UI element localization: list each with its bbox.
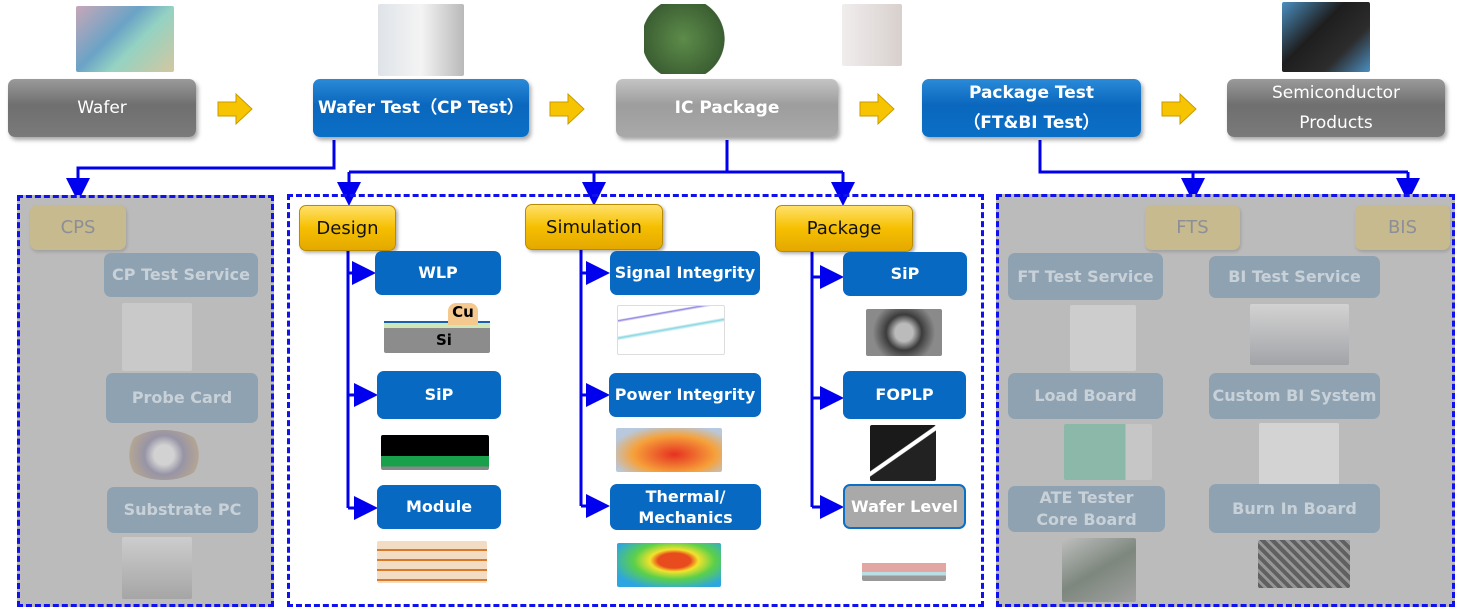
stage-label: Semiconductor Products: [1271, 83, 1401, 133]
category-bis[interactable]: BIS: [1355, 205, 1450, 250]
bi-chamber-image: [1259, 423, 1339, 485]
prober-image: [122, 303, 192, 371]
item-label: SiP: [890, 264, 920, 283]
item-wafer-level[interactable]: Wafer Level: [843, 484, 966, 529]
item-label: Module: [405, 497, 473, 516]
item-label: Custom BI System: [1212, 386, 1377, 405]
foplp-image: [870, 425, 936, 481]
item-ate-core-board[interactable]: ATE Tester Core Board: [1008, 486, 1165, 532]
substrate-pc-image: [122, 537, 192, 599]
category-simulation[interactable]: Simulation: [525, 204, 663, 250]
item-cp-test-service[interactable]: CP Test Service: [104, 253, 258, 297]
category-cps[interactable]: CPS: [30, 205, 126, 250]
probe-card-image: [122, 430, 206, 480]
item-wlp[interactable]: WLP: [375, 251, 501, 295]
category-label: Design: [316, 217, 379, 239]
stage-label: Package Test （FT&BI Test）: [963, 83, 1100, 133]
item-label: Power Integrity: [614, 385, 756, 404]
category-fts[interactable]: FTS: [1145, 205, 1240, 250]
ft-handler-image: [1070, 305, 1136, 371]
wafer-prober-image: [378, 4, 464, 76]
category-design[interactable]: Design: [299, 205, 396, 251]
item-burn-in-board[interactable]: Burn In Board: [1209, 484, 1380, 533]
stage-ic-package[interactable]: IC Package: [616, 79, 838, 137]
stage-package-test[interactable]: Package Test （FT&BI Test）: [922, 79, 1141, 137]
item-label: FOPLP: [875, 385, 934, 404]
wafer-image: [76, 6, 174, 72]
item-thermal-mechanics[interactable]: Thermal/ Mechanics: [610, 484, 761, 530]
item-label: BI Test Service: [1228, 267, 1361, 286]
flow-arrow-icon: [549, 92, 585, 126]
item-custom-bi-system[interactable]: Custom BI System: [1209, 373, 1380, 419]
category-package[interactable]: Package: [775, 205, 913, 252]
sip-design-image: [381, 435, 489, 470]
signal-integrity-image: [617, 305, 725, 355]
stage-wafer-test[interactable]: Wafer Test（CP Test）: [313, 79, 529, 137]
power-integrity-image: [616, 428, 722, 472]
item-label: FT Test Service: [1017, 266, 1154, 286]
flow-arrow-icon: [217, 92, 253, 126]
category-label: BIS: [1387, 217, 1418, 238]
stage-label: Wafer: [77, 98, 127, 118]
si-label: Si: [436, 331, 452, 349]
item-label: SiP: [424, 385, 454, 404]
item-power-integrity[interactable]: Power Integrity: [609, 373, 761, 417]
item-label: Substrate PC: [123, 500, 242, 519]
item-label: Signal Integrity: [614, 263, 756, 282]
wlp-image: Cu Si: [384, 303, 490, 353]
item-load-board[interactable]: Load Board: [1008, 373, 1163, 419]
item-bi-test-service[interactable]: BI Test Service: [1209, 256, 1380, 298]
item-module[interactable]: Module: [377, 485, 501, 529]
flow-arrow-icon: [859, 92, 895, 126]
item-probe-card[interactable]: Probe Card: [106, 373, 258, 423]
stage-wafer[interactable]: Wafer: [8, 79, 196, 137]
item-substrate-pc[interactable]: Substrate PC: [107, 487, 258, 533]
stage-semiconductor-products[interactable]: Semiconductor Products: [1227, 79, 1445, 137]
stage-label: IC Package: [674, 98, 780, 118]
wafer-level-image: [862, 545, 946, 581]
load-board-image: [1064, 424, 1152, 480]
item-sip-design[interactable]: SiP: [377, 371, 501, 419]
stage-label: Wafer Test（CP Test）: [318, 98, 524, 118]
burn-in-board-image: [1258, 540, 1350, 588]
item-label: CP Test Service: [112, 265, 250, 284]
item-foplp[interactable]: FOPLP: [843, 371, 966, 419]
package-panel: [287, 194, 984, 607]
category-label: Simulation: [546, 216, 642, 238]
item-label: WLP: [418, 263, 458, 282]
core-board-image: [1062, 538, 1136, 602]
category-label: Package: [806, 218, 882, 239]
item-signal-integrity[interactable]: Signal Integrity: [610, 251, 760, 295]
item-ft-test-service[interactable]: FT Test Service: [1008, 253, 1163, 300]
item-label: Thermal/ Mechanics: [638, 487, 733, 527]
item-label: Wafer Level: [851, 496, 958, 516]
category-label: FTS: [1176, 217, 1209, 238]
item-sip-package[interactable]: SiP: [843, 252, 967, 296]
sip-package-image: [866, 309, 942, 356]
handler-image: [842, 4, 902, 66]
connector-cp-to-cps: [66, 140, 336, 202]
item-label: Burn In Board: [1232, 498, 1357, 518]
kirin-chip-image: [1282, 2, 1370, 72]
ic-package-image: [644, 4, 742, 74]
item-label: ATE Tester Core Board: [1036, 488, 1137, 529]
bi-room-image: [1250, 304, 1349, 365]
item-label: Probe Card: [131, 388, 233, 407]
category-label: CPS: [60, 217, 96, 238]
item-label: Load Board: [1034, 386, 1137, 405]
module-image: [377, 541, 487, 583]
cu-label: Cu: [448, 303, 478, 325]
flow-arrow-icon: [1161, 92, 1197, 126]
thermal-image: [617, 543, 721, 587]
